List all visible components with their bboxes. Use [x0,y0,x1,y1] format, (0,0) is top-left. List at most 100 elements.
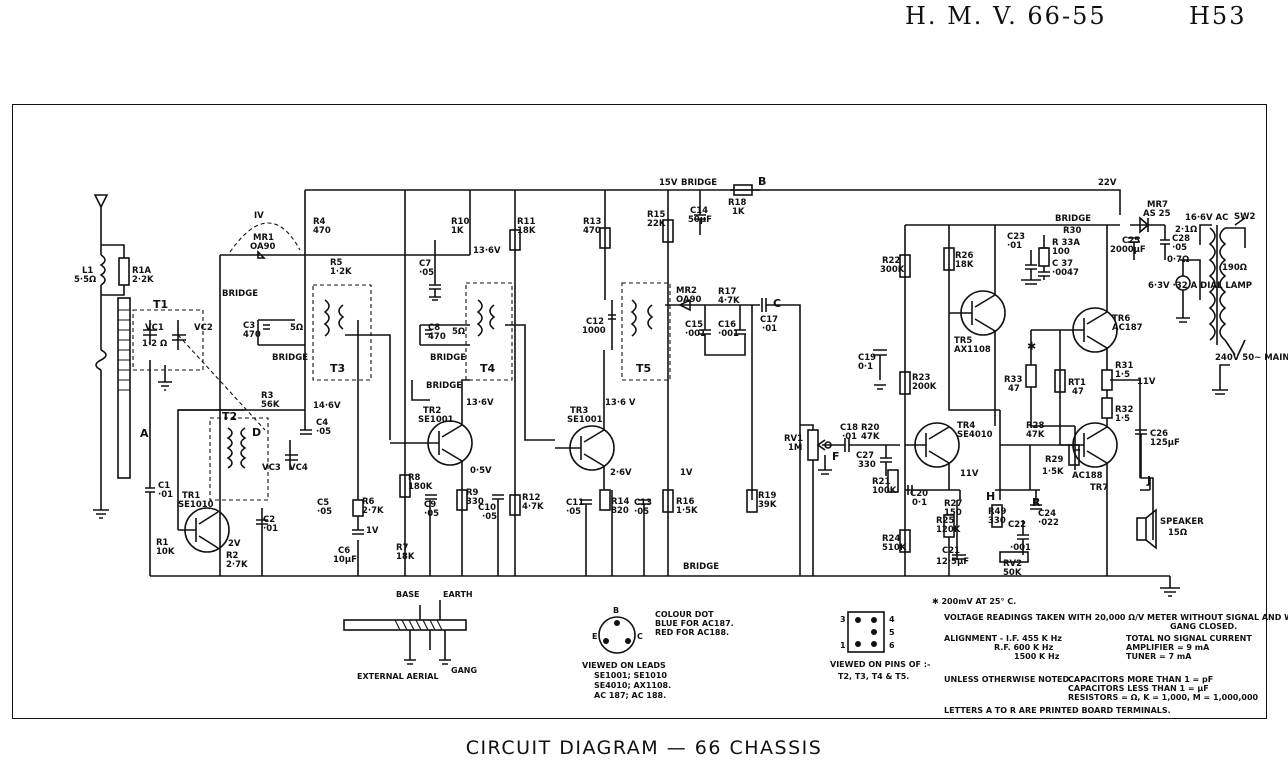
label-R25: R25 [936,516,954,526]
value-C8: 470 [428,332,446,342]
legend-viewed-pins: VIEWED ON PINS OF :- [830,660,930,669]
label-C7: C7 [419,259,431,269]
detector [678,184,801,576]
value-C22: ·001 [1010,543,1031,553]
note-voltage-2: GANG CLOSED. [1170,622,1237,631]
label-ac21: 2·1Ω [1175,225,1197,235]
label-R33A: R 33A [1052,238,1080,248]
value-C19: 0·1 [858,362,873,372]
label-R6: R6 [362,497,375,507]
value-C6: 10μF [333,555,357,565]
value-R22: 300K [880,265,905,275]
value-R33: 47 [1008,384,1020,394]
value-R23: 200K [912,382,937,392]
label-C20: C20 [910,489,928,499]
note-tuner: TUNER = 7 mA [1126,652,1192,661]
value-C12: 1000 [582,326,606,336]
volt-136a: 13·6V [473,246,501,256]
value-R1A: 2·2K [132,275,154,285]
label-R29: R29 [1045,455,1063,465]
volt-15v: 15V [659,178,678,188]
label-R7: R7 [396,543,409,553]
node-labels: 15V BRIDGE 22V 13·6V 14·6V 13·6V 13·6 V … [140,175,1288,572]
volt-1b: 1V [680,468,693,478]
label-MR7: MR7 [1147,200,1168,210]
label-R8: R8 [408,473,421,483]
legend-ext-aerial: EXTERNAL AERIAL [357,672,439,681]
value-R32: 1·5 [1115,414,1130,424]
note-cap-less: CAPACITORS LESS THAN 1 = μF [1068,684,1209,693]
volt-11b: 11V [1137,377,1156,387]
label-C21: C21 [942,546,960,556]
value-R9: 330 [466,497,484,507]
note-total: TOTAL NO SIGNAL CURRENT [1126,634,1252,643]
label-RV1: RV1 [784,434,803,444]
legend-blue: BLUE FOR AC187. [655,619,734,628]
value-RT1: 47 [1072,387,1084,397]
label-vc2: VC2 [194,323,213,333]
volt-146: 14·6V [313,401,341,411]
value-TR1: SE1010 [178,500,214,510]
aerial-section [93,194,131,519]
label-R1A: R1A [132,266,151,276]
label-R14: R14 [611,497,629,507]
label-C1: C1 [158,481,170,491]
value-MR7: AS 25 [1143,209,1171,219]
value-RV1: 1M [788,443,802,453]
volume-control [800,424,900,576]
legend-gang: GANG [451,666,477,675]
value-R20: 47K [861,432,880,442]
label-C18: C18 [840,423,858,433]
label-R31: R31 [1115,361,1133,371]
label-R16: R16 [676,497,694,507]
label-R27: R27 [944,499,962,509]
legend-leads-2: SE4010; AX1108. [594,681,671,690]
value-R17: 4·7K [718,296,740,306]
label-RV2: RV2 [1003,559,1022,569]
value-R26: 18K [955,260,974,270]
if-stage-tr2 [390,190,521,576]
svg-text:6: 6 [889,641,895,650]
value-C2: ·01 [263,524,278,534]
value-C26: 125μF [1150,438,1180,448]
label-dial: 6·3V ·32 A DIAL LAMP [1148,281,1252,291]
volt-11a: 11V [960,469,979,479]
label-speaker: SPEAKER [1160,517,1204,527]
point-F: F [832,450,840,463]
svg-text:1: 1 [840,641,846,650]
bridge-4: BRIDGE [426,381,462,391]
point-C: C [773,297,781,310]
value-C17: ·01 [762,324,777,334]
label-C8: C8 [428,323,440,333]
point-R: R [1032,496,1041,509]
legend-colour-dot: COLOUR DOT [655,610,714,619]
label-t5: T5 [636,362,651,375]
power-supply [1128,216,1246,395]
value-C14: 50μF [688,215,712,225]
input-tuning [132,309,266,576]
label-R30: R30 [1063,226,1081,236]
volt-2: 2V [228,539,241,549]
point-H: H [986,490,995,503]
value-RV2: 50K [1003,568,1022,578]
label-C23: C23 [1007,232,1025,242]
label-R10: R10 [451,217,469,227]
label-RT1: RT1 [1068,378,1086,388]
volt-26: 2·6V [610,468,632,478]
label-MR2: MR2 [676,286,697,296]
label-C6: C6 [338,546,350,556]
note-rf: R.F. 600 K Hz [994,643,1054,652]
value-C23: ·01 [1007,241,1022,251]
value-R13: 470 [583,226,601,236]
value-R5: 1·2K [330,267,352,277]
value-C16: ·001 [718,329,739,339]
svg-text:5: 5 [889,628,895,637]
label-TR7-type: AC188 [1072,471,1103,481]
label-R11: R11 [517,217,535,227]
ohm-12: 1·2 Ω [142,339,167,349]
diagram-frame [12,104,1267,719]
legend-base: BASE [396,590,420,599]
label-vc3: VC3 [262,463,281,473]
svg-text:3: 3 [840,615,846,624]
